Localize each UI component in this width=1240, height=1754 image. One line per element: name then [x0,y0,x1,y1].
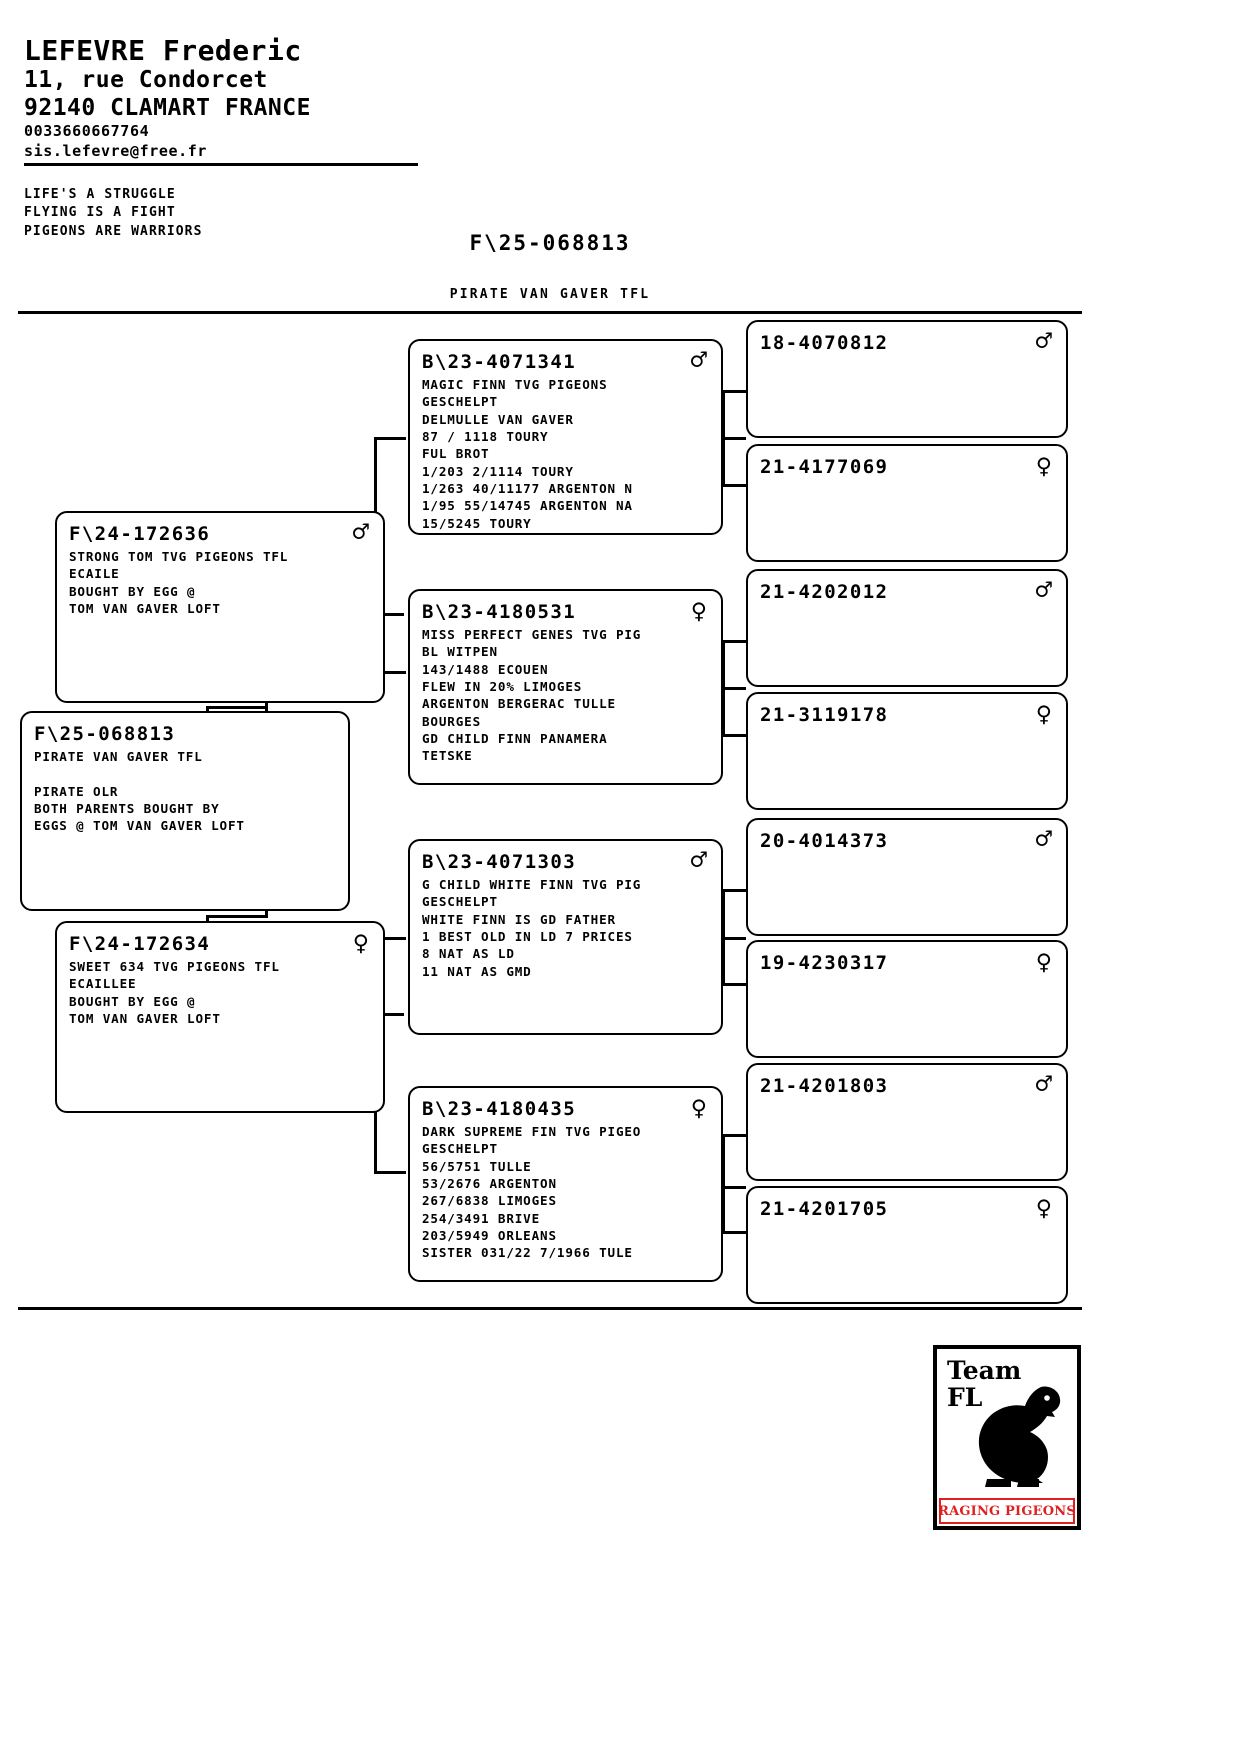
connector [374,437,406,440]
page-title: F\25-068813 [469,231,631,255]
connector [722,937,746,940]
grandparent-ring: B\23-4071341 [422,351,577,373]
connector [722,390,746,393]
connector [206,706,268,709]
connector [722,889,725,986]
greatgrandparent-box-6[interactable]: 19-4230317 ♀ [746,940,1068,1058]
owner-phone: 0033660667764 [24,122,150,141]
greatgrandparent-ring: 18-4070812 [760,332,889,354]
greatgrandparent-box-5[interactable]: 20-4014373 ♂ [746,818,1068,936]
owner-city: 92140 CLAMART FRANCE [24,94,311,121]
greatgrandparent-box-8[interactable]: 21-4201705 ♀ [746,1186,1068,1304]
greatgrandparent-box-7[interactable]: 21-4201803 ♂ [746,1063,1068,1181]
connector [722,734,746,737]
greatgrandparent-box-3[interactable]: 21-4202012 ♂ [746,569,1068,687]
sex-symbol-female-icon: ♀ [1035,699,1052,730]
connector [722,1134,746,1137]
sex-symbol-female-icon: ♀ [1035,1193,1052,1224]
connector [722,1231,746,1234]
sex-symbol-male-icon: ♂ [1035,824,1052,855]
owner-email: sis.lefevre@free.fr [24,142,207,161]
sex-symbol-male-icon: ♂ [352,517,369,548]
greatgrandparent-ring: 21-4201803 [760,1075,889,1097]
connector [722,640,746,643]
greatgrandparent-ring: 21-4201705 [760,1198,889,1220]
sex-symbol-female-icon: ♀ [1035,947,1052,978]
connector [722,484,746,487]
connector [206,915,268,918]
grandparent-box-1[interactable]: B\23-4071341 MAGIC FINN TVG PIGEONS GESC… [408,339,723,535]
sex-symbol-male-icon: ♂ [1035,326,1052,357]
logo-team-text: Team FL [947,1356,1022,1412]
parent-box-sire[interactable]: F\24-172636 STRONG TOM TVG PIGEONS TFL E… [55,511,385,703]
connector [374,1013,404,1016]
loft-motto: LIFE'S A STRUGGLE FLYING IS A FIGHT PIGE… [24,187,203,239]
pigeon-icon [978,1386,1061,1487]
parent-details: STRONG TOM TVG PIGEONS TFL ECAILE BOUGHT… [69,548,289,616]
grandparent-box-4[interactable]: B\23-4180435 DARK SUPREME FIN TVG PIGEO … [408,1086,723,1282]
subject-ring: F\25-068813 [34,723,176,745]
grandparent-box-2[interactable]: B\23-4180531 MISS PERFECT GENES TVG PIG … [408,589,723,785]
loft-header: LEFEVRE Frederic 11, rue Condorcet 92140… [24,34,311,162]
header-divider [24,163,418,166]
sex-symbol-female-icon: ♀ [690,1093,707,1124]
parent-ring: F\24-172636 [69,523,211,545]
connector [374,671,406,674]
greatgrandparent-box-1[interactable]: 18-4070812 ♂ [746,320,1068,438]
team-fl-logo: Team FL RAGING PIGEONS [933,1345,1081,1530]
parent-details: SWEET 634 TVG PIGEONS TFL ECAILLEE BOUGH… [69,958,280,1026]
sex-symbol-female-icon: ♀ [352,928,369,959]
subject-box[interactable]: F\25-068813 PIRATE VAN GAVER TFL PIRATE … [20,711,350,911]
sex-symbol-male-icon: ♂ [1035,575,1052,606]
sex-symbol-male-icon: ♂ [690,345,707,376]
connector [374,937,406,940]
greatgrandparent-ring: 19-4230317 [760,952,889,974]
logo-banner: RAGING PIGEONS [938,1498,1076,1524]
connector [722,983,746,986]
page-subtitle: PIRATE VAN GAVER TFL [449,287,651,302]
connector [722,1134,725,1234]
connector [722,889,746,892]
connector [374,1171,406,1174]
connector [722,1186,746,1189]
connector [374,613,404,616]
sex-symbol-female-icon: ♀ [690,596,707,627]
grandparent-details: MISS PERFECT GENES TVG PIG BL WITPEN 143… [422,626,642,764]
owner-name: LEFEVRE Frederic [24,34,302,67]
parent-box-dam[interactable]: F\24-172634 SWEET 634 TVG PIGEONS TFL EC… [55,921,385,1113]
grandparent-ring: B\23-4180531 [422,601,577,623]
sex-symbol-female-icon: ♀ [1035,451,1052,482]
grandparent-details: MAGIC FINN TVG PIGEONS GESCHELPT DELMULL… [422,376,633,531]
grandparent-ring: B\23-4071303 [422,851,577,873]
connector [722,687,746,690]
connector [722,437,746,440]
greatgrandparent-box-2[interactable]: 21-4177069 ♀ [746,444,1068,562]
pedigree-bottom-rule [18,1307,1082,1310]
connector [722,390,725,487]
greatgrandparent-ring: 21-4202012 [760,581,889,603]
greatgrandparent-ring: 20-4014373 [760,830,889,852]
greatgrandparent-box-4[interactable]: 21-3119178 ♀ [746,692,1068,810]
connector [722,640,725,737]
parent-ring: F\24-172634 [69,933,211,955]
pedigree-top-rule [18,311,1082,314]
sex-symbol-male-icon: ♂ [1035,1069,1052,1100]
grandparent-box-3[interactable]: B\23-4071303 G CHILD WHITE FINN TVG PIG … [408,839,723,1035]
grandparent-details: G CHILD WHITE FINN TVG PIG GESCHELPT WHI… [422,876,642,979]
logo-banner-text: RAGING PIGEONS [938,1503,1076,1519]
greatgrandparent-ring: 21-4177069 [760,456,889,478]
subject-details: PIRATE VAN GAVER TFL PIRATE OLR BOTH PAR… [34,748,245,834]
owner-street: 11, rue Condorcet [24,67,268,94]
grandparent-ring: B\23-4180435 [422,1098,577,1120]
sex-symbol-male-icon: ♂ [690,845,707,876]
grandparent-details: DARK SUPREME FIN TVG PIGEO GESCHELPT 56/… [422,1123,642,1261]
greatgrandparent-ring: 21-3119178 [760,704,889,726]
